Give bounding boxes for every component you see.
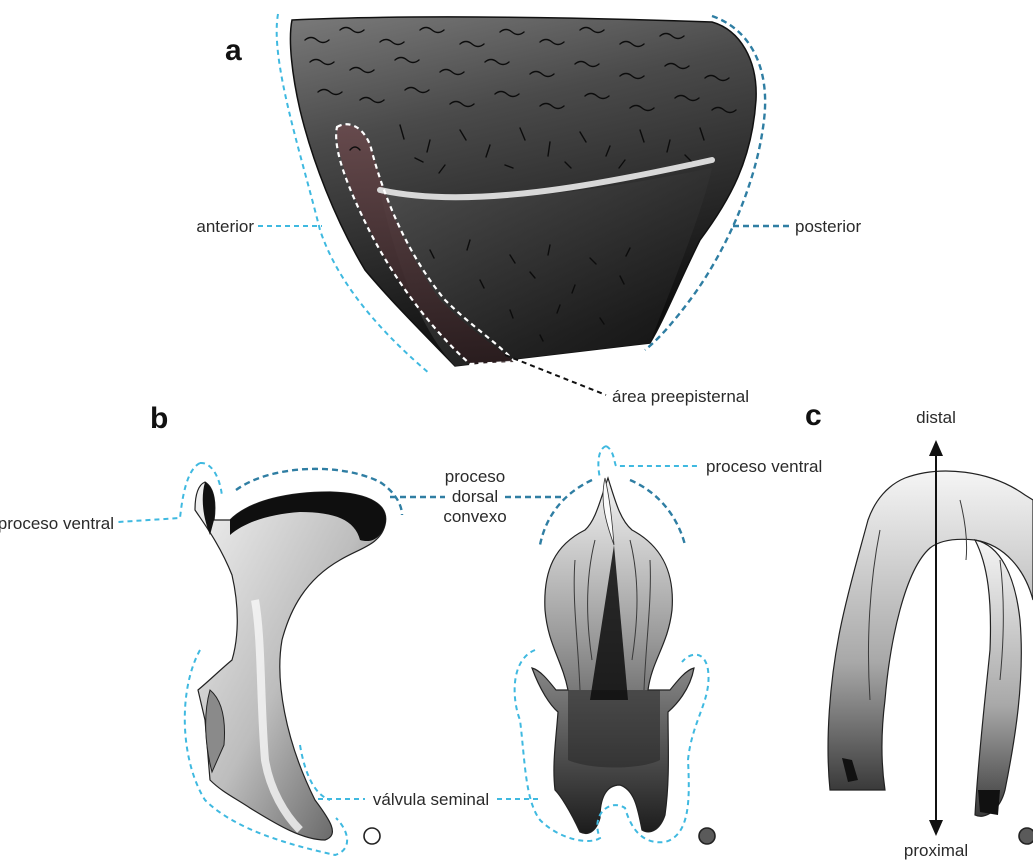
sclerite-c (828, 471, 1033, 816)
distal-label: distal (916, 408, 956, 427)
right-sclerite-basal-plate (568, 690, 660, 768)
right-ventral-label: proceso ventral (706, 457, 822, 476)
panel-letter-a: a (225, 34, 242, 67)
right-ventral-leader (606, 446, 700, 466)
dorsal-label-line-3: convexo (443, 507, 506, 526)
panel-b: b proceso ventral proceso ventral (0, 402, 822, 855)
left-ventral-leader (118, 463, 200, 522)
left-sclerite (195, 482, 386, 840)
proximal-label: proximal (904, 841, 968, 860)
panel-a: a (196, 14, 861, 406)
preepisternal-leader (505, 355, 606, 395)
panel-letter-b: b (150, 402, 168, 435)
left-sclerite-body (195, 482, 386, 840)
open-circle-marker (364, 828, 380, 844)
preepisternal-label: área preepisternal (612, 387, 749, 406)
seminal-label: válvula seminal (373, 790, 489, 809)
sclerite-c-right-arm (975, 540, 1021, 816)
left-ventral-label: proceso ventral (0, 514, 114, 533)
anterior-label: anterior (196, 217, 254, 236)
panel-c: c distal proximal (805, 399, 1033, 860)
right-ventral-outline (598, 446, 606, 478)
posterior-label: posterior (795, 217, 861, 236)
right-sclerite (532, 478, 694, 833)
proximal-arrow-icon (929, 820, 943, 836)
dorsal-label-line-2: dorsal (452, 487, 498, 506)
filled-circle-marker-b (699, 828, 715, 844)
panel-letter-c: c (805, 399, 822, 432)
filled-circle-marker-c (1019, 828, 1033, 844)
preepisternum-specimen (290, 17, 756, 366)
sclerite-c-right-tip (978, 790, 1000, 815)
distal-arrow-icon (929, 440, 943, 456)
dorsal-label-line-1: proceso (445, 467, 505, 486)
